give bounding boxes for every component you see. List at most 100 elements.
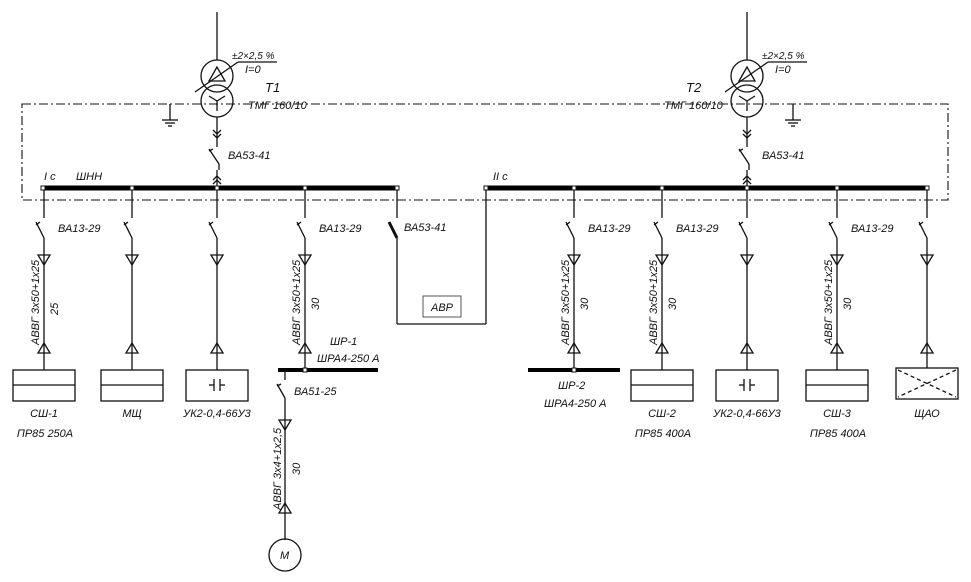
incomer-breaker-icon	[208, 148, 220, 165]
ground-icon	[785, 119, 801, 127]
cable-lug-icon	[297, 341, 313, 354]
cable-lug-icon	[566, 254, 582, 267]
feeder-cable-label: АВВГ 3х50+1х25	[823, 259, 835, 346]
load-label: УК2-0,4-66У3	[712, 408, 782, 420]
tap-changer-arrow-icon	[194, 61, 239, 93]
feeder-cable-length: 30	[667, 297, 679, 310]
feeder-breaker-label: ВА13-29	[676, 223, 718, 235]
transformer-t1[interactable]: ±2×2,5 % I=0 T1 ТМГ 160/10 ВА53-41	[162, 12, 308, 188]
tie-breaker-label: ВА53-41	[404, 222, 446, 234]
motor-breaker-label: ВА51-25	[294, 386, 337, 398]
hv-winding-icon	[730, 59, 764, 93]
plug-icon	[742, 129, 752, 135]
load-label: ЩАО	[914, 408, 940, 420]
capacitor-bank-icon[interactable]	[715, 369, 779, 402]
feeder-2[interactable]: МЩ	[100, 190, 164, 420]
plug-icon	[212, 129, 222, 135]
t1-regulation: ±2×2,5 %	[232, 51, 275, 62]
delta-icon	[207, 65, 227, 82]
cable-lug-icon	[739, 341, 755, 354]
load-label: ШР-1	[330, 336, 357, 348]
motor-branch[interactable]: ВА51-25 АВВГ 3х4+1х2,5 30 М	[268, 370, 337, 572]
feeder-breaker-label: ВА13-29	[588, 223, 630, 235]
motor-icon[interactable]	[268, 538, 302, 572]
feeder-3[interactable]: УК2-0,4-66У3	[182, 190, 252, 420]
cable-lug-icon	[36, 254, 52, 267]
load-label: СШ-2	[648, 408, 676, 420]
load-type-label: ШРА4-250 А	[317, 353, 379, 365]
feeder-cable-label: АВВГ 3х50+1х25	[648, 259, 660, 346]
motor-breaker-icon	[276, 383, 286, 399]
feeder-cable-label: АВВГ 3х50+1х25	[30, 259, 42, 346]
hv-winding-icon	[200, 59, 234, 93]
cable-lug-icon	[919, 341, 935, 354]
feeder-breaker-label: ВА13-29	[58, 223, 100, 235]
feeder-9[interactable]: ЩАО	[895, 190, 959, 420]
incomer-breaker-icon	[738, 148, 750, 165]
feeder-cable-length: 30	[579, 297, 591, 310]
load-type-label: ШРА4-250 А	[544, 398, 606, 410]
avr-box[interactable]	[422, 295, 462, 318]
cable-lug-icon	[919, 254, 935, 267]
cable-lug-icon	[124, 341, 140, 354]
tie-breaker-circuit[interactable]: ВА53-41 АВР	[387, 190, 487, 325]
ground-icon	[162, 119, 178, 127]
motor-cable-label: АВВГ 3х4+1х2,5	[272, 427, 284, 511]
cable-lug-icon	[209, 341, 225, 354]
cable-lug-icon	[297, 254, 313, 267]
feeder-cable-length: 30	[310, 297, 322, 310]
cable-lug-icon	[124, 254, 140, 267]
load-type-label: ПР85 250А	[17, 428, 73, 440]
capacitor-bank-icon[interactable]	[185, 369, 249, 402]
t1-current: I=0	[245, 64, 261, 76]
feeder-breaker-label: ВА13-29	[851, 223, 893, 235]
t2-breaker-label: ВА53-41	[762, 150, 804, 162]
t1-label: T1	[265, 80, 280, 95]
feeder-cable-label: АВВГ 3х50+1х25	[291, 259, 303, 346]
bus-section-1-label: I с	[44, 171, 56, 183]
t2-current: I=0	[775, 64, 791, 76]
bus-section-2-label: II с	[493, 171, 508, 183]
cable-lug-icon	[654, 341, 670, 354]
feeder-cable-label: АВВГ 3х50+1х25	[560, 259, 572, 346]
cable-lug-icon	[566, 341, 582, 354]
load-label: СШ-3	[823, 408, 852, 420]
load-label: УК2-0,4-66У3	[182, 408, 252, 420]
cable-lug-icon	[209, 254, 225, 267]
feeder-cable-length: 25	[49, 302, 61, 316]
t2-type: ТМГ 160/10	[664, 100, 724, 112]
switchgear-enclosure	[21, 103, 949, 201]
t2-label: T2	[686, 80, 702, 95]
cable-lug-icon	[829, 341, 845, 354]
bus-name-label: ШНН	[76, 171, 102, 183]
cable-lug-icon	[277, 501, 293, 514]
delta-icon	[737, 65, 757, 82]
feeder-breaker-label: ВА13-29	[319, 223, 361, 235]
cable-lug-icon	[739, 254, 755, 267]
transformer-t2[interactable]: ±2×2,5 % I=0 T2 ТМГ 160/10 ВА53-41	[664, 12, 807, 188]
feeder-7[interactable]: УК2-0,4-66У3	[712, 190, 782, 420]
motor-cable-length: 30	[291, 462, 303, 475]
motor-label: М	[280, 550, 290, 562]
t1-type: ТМГ 160/10	[248, 100, 308, 112]
avr-label: АВР	[430, 302, 454, 314]
feeder-cable-length: 30	[842, 297, 854, 310]
load-label: СШ-1	[30, 408, 58, 420]
load-type-label: ПР85 400А	[635, 428, 691, 440]
cable-lug-icon	[36, 341, 52, 354]
cable-lug-icon	[654, 254, 670, 267]
tie-breaker-icon	[387, 221, 399, 239]
tap-changer-arrow-icon	[724, 61, 769, 93]
load-label: ШР-2	[558, 380, 585, 392]
t1-breaker-label: ВА53-41	[228, 150, 270, 162]
load-label: МЩ	[122, 408, 141, 420]
cable-lug-icon	[829, 254, 845, 267]
cable-lug-icon	[277, 419, 293, 432]
